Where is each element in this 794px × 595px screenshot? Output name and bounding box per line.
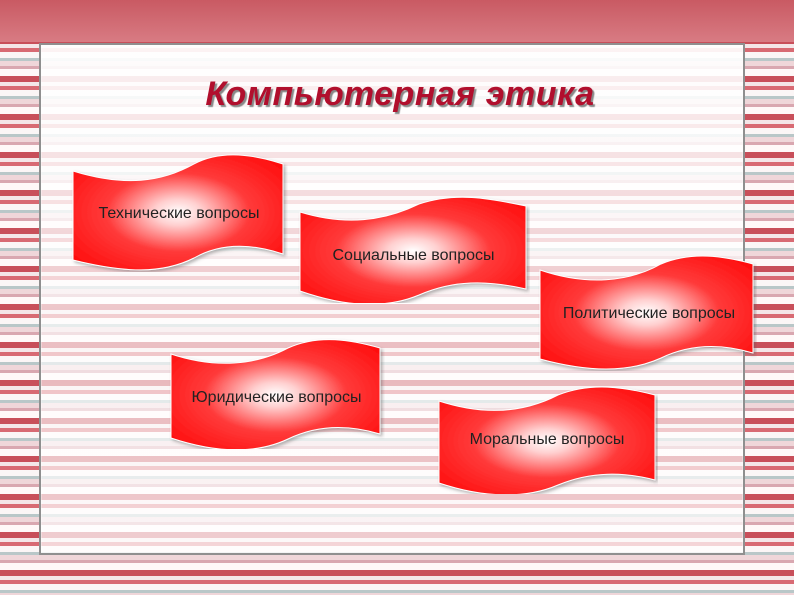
wavy-banner-icon (539, 255, 754, 370)
wavy-banner-icon (170, 339, 381, 449)
flag-legal-questions: Юридические вопросы (168, 338, 385, 449)
flag-label: Юридические вопросы (191, 389, 362, 406)
flag-label: Политические вопросы (562, 305, 736, 322)
flag-label: Социальные вопросы (332, 247, 495, 264)
corner-link-right[interactable] (672, 568, 734, 578)
flag-technical-questions: Технические вопросы (70, 154, 288, 272)
wavy-banner-icon (72, 154, 284, 271)
flag-label: Технические вопросы (98, 205, 260, 222)
wavy-banner-icon (299, 196, 527, 303)
slide-title: Компьютерная этика (205, 75, 595, 113)
header-band (0, 0, 794, 42)
wavy-banner-icon (438, 386, 656, 494)
corner-link-left[interactable] (40, 568, 88, 578)
flag-social-questions: Социальные вопросы (297, 196, 530, 303)
flag-label: Моральные вопросы (469, 431, 625, 448)
flag-moral-questions: Моральные вопросы (436, 386, 658, 494)
flag-political-questions: Политические вопросы (537, 255, 757, 371)
